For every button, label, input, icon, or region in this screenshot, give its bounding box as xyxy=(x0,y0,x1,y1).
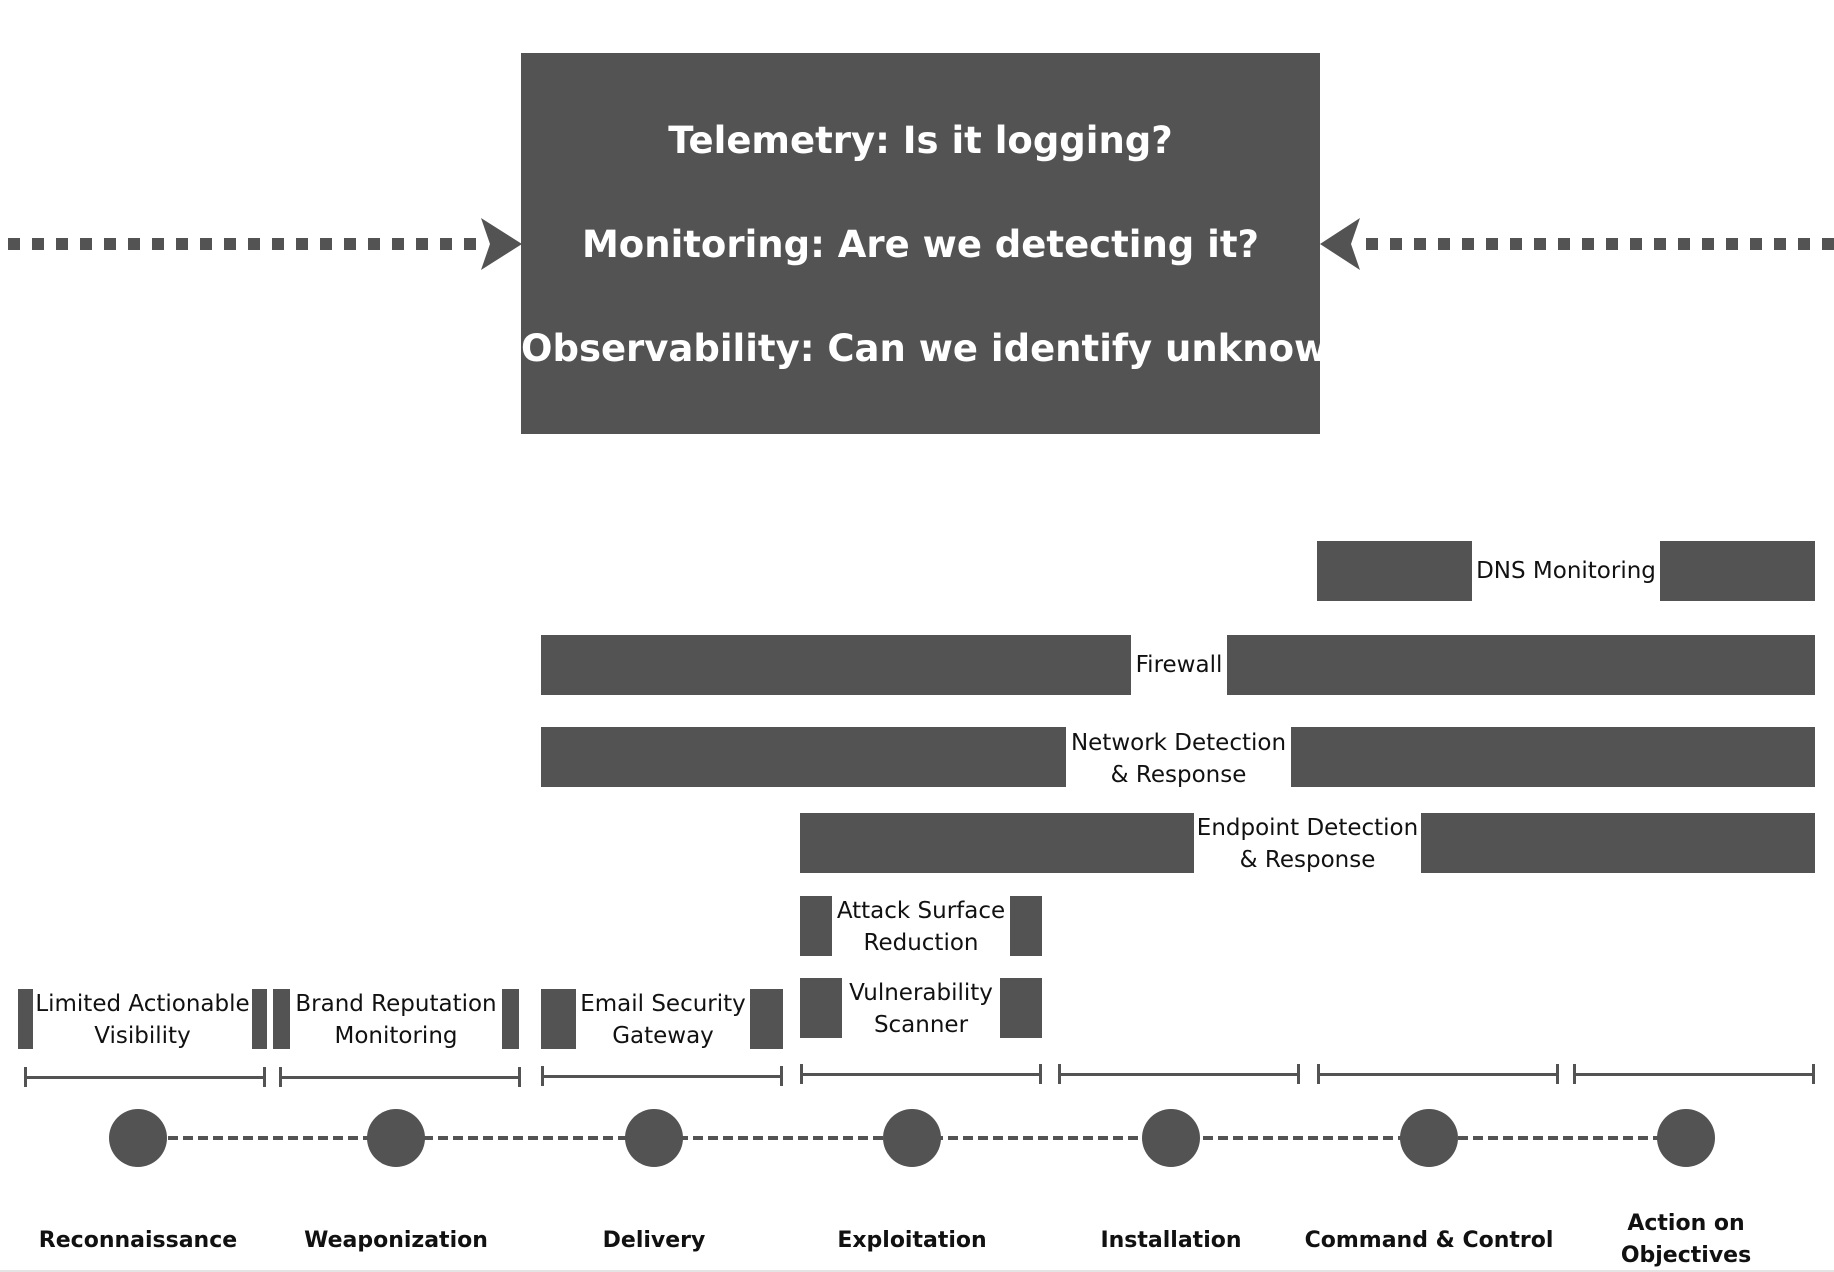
brand-label-line1: Brand Reputation xyxy=(295,991,497,1017)
bracket-reconnaissance xyxy=(24,1067,266,1087)
right-dotted-arrow xyxy=(1320,218,1834,270)
lav-label-line2: Visibility xyxy=(94,1023,191,1049)
firewall-bar-right xyxy=(1227,635,1815,695)
edr-bar-left xyxy=(800,813,1194,873)
edr-label: Endpoint Detection & Response xyxy=(1194,812,1421,876)
ndr-bar-right xyxy=(1291,727,1815,787)
action-label-line2: Objectives xyxy=(1620,1243,1752,1268)
edr-label-line1: Endpoint Detection xyxy=(1196,815,1419,841)
bottom-divider xyxy=(0,1270,1834,1272)
lav-bar-left xyxy=(18,989,33,1049)
edr-label-line2: & Response xyxy=(1239,847,1376,873)
stage-label-exploitation: Exploitation xyxy=(837,1228,987,1253)
lav-label-line1: Limited Actionable xyxy=(35,991,250,1017)
brand-label: Brand Reputation Monitoring xyxy=(290,988,502,1052)
telemetry-question: Telemetry: Is it logging? xyxy=(668,119,1173,162)
question-box: Telemetry: Is it logging? Monitoring: Ar… xyxy=(521,53,1399,434)
stage-node-action-on-objectives xyxy=(1657,1109,1715,1167)
stage-label-delivery: Delivery xyxy=(602,1228,706,1253)
observability-question: Observability: Can we identify unknowns? xyxy=(521,327,1399,370)
stage-label-weaponization: Weaponization xyxy=(304,1228,488,1253)
vuln-label: Vulnerability Scanner xyxy=(842,977,1000,1041)
bracket-command-control xyxy=(1317,1064,1559,1084)
edr-bar-right xyxy=(1421,813,1815,873)
brand-label-line2: Monitoring xyxy=(334,1023,458,1049)
asr-label-line2: Reduction xyxy=(863,930,979,956)
ndr-label-line2: & Response xyxy=(1110,762,1247,788)
asr-bar-right xyxy=(1010,896,1042,956)
bracket-exploitation xyxy=(800,1064,1042,1084)
stage-label-action-on-objectives: Action on Objectives xyxy=(1566,1208,1806,1272)
esg-label: Email Security Gateway xyxy=(576,988,750,1052)
action-label-line1: Action on xyxy=(1627,1211,1745,1236)
stage-node-exploitation xyxy=(883,1109,941,1167)
ndr-label-line1: Network Detection xyxy=(1070,730,1287,756)
bracket-installation xyxy=(1058,1064,1300,1084)
stage-label-reconnaissance: Reconnaissance xyxy=(38,1228,238,1253)
stage-label-command-control: Command & Control xyxy=(1304,1228,1554,1253)
stage-node-delivery xyxy=(625,1109,683,1167)
vuln-bar-left xyxy=(800,978,842,1038)
vuln-label-line1: Vulnerability xyxy=(849,980,993,1006)
esg-label-line2: Gateway xyxy=(612,1023,714,1049)
asr-bar-left xyxy=(800,896,832,956)
firewall-label: Firewall xyxy=(1135,652,1223,678)
dns-bar-right xyxy=(1660,541,1815,601)
monitoring-question: Monitoring: Are we detecting it? xyxy=(581,223,1260,266)
vuln-label-line2: Scanner xyxy=(873,1012,969,1038)
brand-bar-right xyxy=(502,989,519,1049)
stage-node-weaponization xyxy=(367,1109,425,1167)
ndr-label: Network Detection & Response xyxy=(1066,727,1291,791)
esg-bar-left xyxy=(541,989,576,1049)
bracket-weaponization xyxy=(279,1067,521,1087)
esg-label-line1: Email Security xyxy=(580,991,746,1017)
lav-label: Limited Actionable Visibility xyxy=(33,988,252,1052)
bracket-action-on-objectives xyxy=(1573,1064,1815,1084)
left-dotted-arrow xyxy=(8,218,522,270)
stage-node-installation xyxy=(1142,1109,1200,1167)
stage-node-reconnaissance xyxy=(109,1109,167,1167)
asr-label: Attack Surface Reduction xyxy=(832,895,1010,959)
bracket-delivery xyxy=(541,1066,783,1086)
firewall-bar-left xyxy=(541,635,1131,695)
stage-node-command-control xyxy=(1400,1109,1458,1167)
asr-label-line1: Attack Surface xyxy=(836,898,1006,924)
lav-bar-right xyxy=(252,989,267,1049)
esg-bar-right xyxy=(750,989,783,1049)
ndr-bar-left xyxy=(541,727,1066,787)
vuln-bar-right xyxy=(1000,978,1042,1038)
stage-label-installation: Installation xyxy=(1100,1228,1242,1253)
dns-bar-left xyxy=(1317,541,1472,601)
brand-bar-left xyxy=(273,989,290,1049)
dns-monitoring-label: DNS Monitoring xyxy=(1476,558,1656,584)
